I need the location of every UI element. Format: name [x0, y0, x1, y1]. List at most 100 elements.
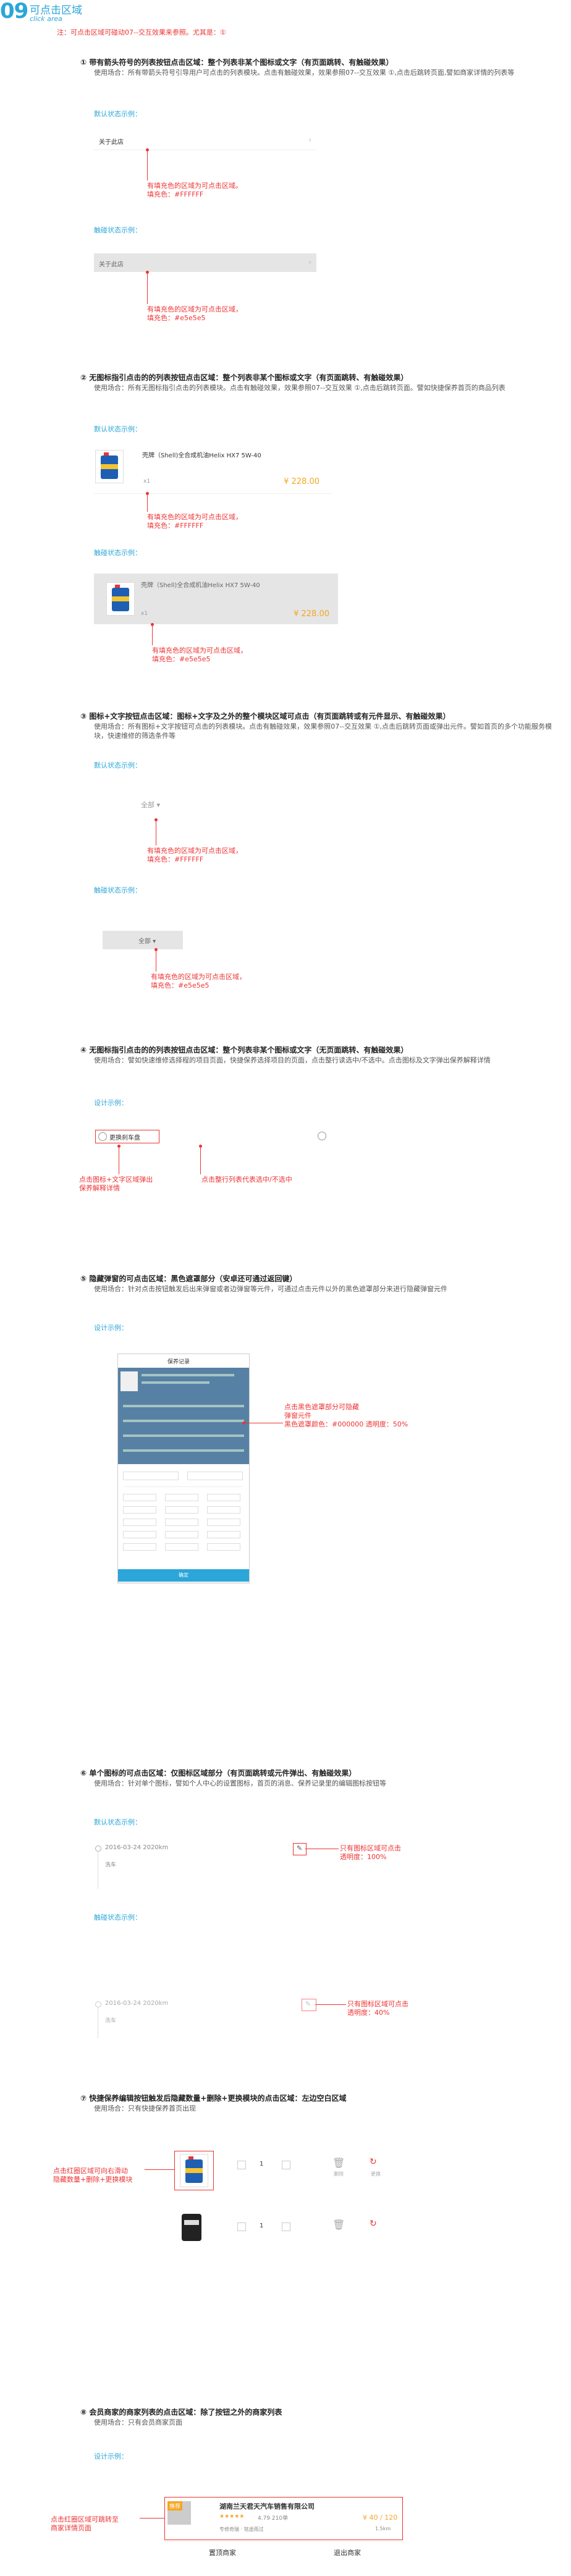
pointer-dot	[199, 1145, 202, 1148]
s5-note3: 黑色遮罩颜色：#000000 透明度：50%	[284, 1420, 408, 1428]
exit-shop-button[interactable]: 退出商家	[334, 2549, 361, 2557]
s7-title: ⑦ 快捷保养编辑按钮触发后隐藏数量+删除+更换模块的点击区域：左边空白区域	[80, 2094, 347, 2103]
mock-button[interactable]	[123, 1494, 156, 1501]
mock-button[interactable]	[207, 1494, 240, 1501]
s8-note1: 点击红圈区域可跳转至	[51, 2515, 119, 2523]
edit-icon: ✎	[305, 2000, 311, 2008]
mock-line	[123, 1449, 244, 1452]
s2-note4: 填充色：#e5e5e5	[152, 655, 211, 663]
s1-list-item-touch[interactable]: 关于此店 ›	[94, 253, 316, 272]
section-number: 09	[0, 0, 28, 23]
s2-note3: 有填充色的区域为可点击区域，	[152, 646, 247, 655]
s8-desc: 使用场合：只有会员商家页面	[94, 2418, 182, 2426]
s3-note3: 有填充色的区域为可点击区域，	[151, 973, 246, 981]
popup-panel	[118, 1464, 249, 1569]
s7-note1: 点击红圈区域可向右滑动	[53, 2167, 128, 2175]
s3-filter-button-touch[interactable]: 全部 ▾	[103, 931, 183, 949]
mock-button[interactable]	[123, 1472, 179, 1480]
s3-filter-button-default[interactable]: 全部 ▾	[135, 796, 178, 812]
mock-button[interactable]	[207, 1519, 240, 1526]
mock-line	[123, 1434, 244, 1437]
trash-icon[interactable]: 🗑	[332, 2219, 345, 2231]
mock-button[interactable]	[123, 1506, 156, 1514]
mock-button[interactable]	[187, 1472, 243, 1480]
s6-sub: 洗车	[105, 1862, 117, 1868]
black-mask-overlay[interactable]	[118, 1368, 249, 1464]
s5-note2: 弹窗元件	[284, 1412, 311, 1420]
mock-line	[142, 1374, 234, 1376]
s8-note2: 商家详情页面	[51, 2524, 91, 2532]
mock-button[interactable]	[123, 1519, 156, 1526]
refresh-icon[interactable]: ↻	[370, 2157, 377, 2167]
pointer-line	[145, 2169, 174, 2170]
mock-navbar: 保养记录	[118, 1354, 249, 1368]
s7-desc: 使用场合：只有快捷保养首页出现	[94, 2104, 196, 2112]
oil-product-image	[106, 582, 135, 616]
header-note: 注：可点击区域可碰动07--交互效果来参照。尤其是：①	[57, 28, 226, 36]
s3-btn-label: 全部 ▾	[141, 801, 161, 809]
mock-title: 保养记录	[167, 1359, 190, 1365]
s2-price: ¥ 228.00	[284, 477, 319, 486]
shop-list-item[interactable]: 推荐 湖南兰天君天汽车销售有限公司 ★★★★★ 4.79 210单 ¥ 40 /…	[164, 2497, 403, 2540]
s7-rep: 更换	[371, 2171, 381, 2177]
s4-icon-text-area[interactable]: 更换刹车盘	[95, 1130, 159, 1143]
mock-button[interactable]	[165, 1494, 198, 1501]
s4-note1: 点击图标+文字区域弹出	[79, 1176, 153, 1184]
confirm-button[interactable]: 确定	[118, 1569, 249, 1582]
edit-icon-area[interactable]: ✎	[293, 1843, 307, 1855]
s2-note2: 填充色：#FFFFFF	[147, 522, 204, 530]
mock-button[interactable]	[165, 1506, 198, 1514]
phone-mockup: 保养记录 确定	[117, 1354, 250, 1583]
s1-item-label2: 关于此店	[99, 261, 124, 268]
pointer-line	[147, 273, 148, 304]
plus-button[interactable]	[282, 2161, 290, 2169]
mock-button[interactable]	[207, 1506, 240, 1514]
mock-button[interactable]	[165, 1531, 198, 1538]
s1-note2: 填充色：#FFFFFF	[147, 190, 204, 198]
pointer-line	[315, 2004, 346, 2005]
s6-date2: 2016-03-24 2020km	[105, 2000, 169, 2007]
s3-btn-label2: 全部 ▾	[138, 938, 156, 945]
s7-note2: 隐藏数量+删除+更换模块	[53, 2176, 133, 2184]
s5-title: ⑤ 隐藏弹窗的可点击区域：黑色遮罩部分（安卓还可通过返回键）	[80, 1274, 297, 1283]
s4-list-row[interactable]: 更换刹车盘	[94, 1129, 329, 1145]
oil-product-image	[95, 450, 124, 483]
mock-button[interactable]	[207, 1531, 240, 1538]
pointer-dot	[242, 1421, 245, 1425]
s3-note2: 填充色：#FFFFFF	[147, 855, 204, 863]
s4-item-label: 更换刹车盘	[109, 1135, 140, 1142]
chevron-right-icon: ›	[308, 258, 311, 266]
radio-icon[interactable]	[318, 1132, 326, 1140]
trash-icon[interactable]: 🗑	[332, 2157, 345, 2169]
chevron-right-icon: ›	[308, 135, 311, 144]
edit-icon-area-touch[interactable]: ✎	[302, 1999, 316, 2011]
pointer-dot	[146, 492, 149, 495]
refresh-icon[interactable]: ↻	[370, 2219, 377, 2229]
minus-button[interactable]	[237, 2161, 246, 2169]
mock-image	[121, 1371, 138, 1391]
plus-button[interactable]	[282, 2222, 290, 2231]
s6-note3: 只有图标区域可点击	[347, 2000, 408, 2008]
s4-title: ④ 无图标指引点击的的列表按钮点击区域：整个列表非某个图标或文字（无页面跳转、有…	[80, 1046, 408, 1054]
s1-desc: 使用场合：所有带箭头符号引导用户可点击的列表模块。点击有触碰效果，效果参照07-…	[94, 69, 515, 77]
mock-button[interactable]	[123, 1543, 156, 1551]
s3-title: ③ 图标+文字按钮点击区域：图标+文字及之外的整个模块区域可点击（有页面跳转或有…	[80, 712, 450, 721]
mock-button[interactable]	[165, 1543, 198, 1551]
pointer-line	[147, 151, 148, 180]
s6-desc: 使用场合：针对单个图标，譬如个人中心的设置图标，首页的消息、保养记录里的编辑图标…	[94, 1779, 386, 1787]
s2-product-default[interactable]: 壳牌（Shell)全合成机油Helix HX7 5W-40 x1 ¥ 228.0…	[94, 445, 332, 494]
s8-title: ⑧ 会员商家的商家列表的点击区域：除了按钮之外的商家列表	[80, 2408, 282, 2417]
s2-qty2: x1	[141, 611, 148, 617]
s2-desc: 使用场合：所有无图标指引点击的列表模块。点击有触碰效果，效果参照07--交互效果…	[94, 384, 505, 392]
pointer-line	[140, 2518, 164, 2519]
s1-list-item-default[interactable]: 关于此店 ›	[94, 131, 316, 150]
s1-note1: 有填充色的区域为可点击区域。	[147, 182, 242, 190]
swipe-area[interactable]	[174, 2151, 214, 2190]
minus-button[interactable]	[237, 2222, 246, 2231]
pin-shop-button[interactable]: 置顶商家	[209, 2549, 236, 2557]
mock-button[interactable]	[123, 1531, 156, 1538]
s7-qty: 1	[260, 2161, 264, 2167]
mock-button[interactable]	[165, 1519, 198, 1526]
mock-button[interactable]	[207, 1543, 240, 1551]
s2-product-touch[interactable]: 壳牌（Shell)全合成机油Helix HX7 5W-40 x1 ¥ 228.0…	[94, 574, 338, 624]
